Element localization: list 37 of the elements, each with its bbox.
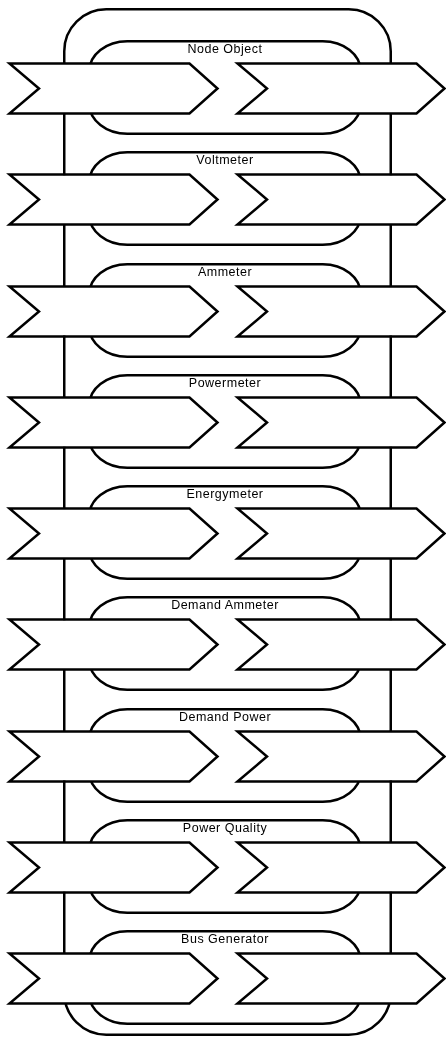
chevron-shape	[236, 173, 446, 227]
chevron-shape	[8, 840, 219, 894]
chevron-shape	[8, 62, 219, 115]
chevron-shape	[236, 729, 446, 783]
chevron-shape	[236, 507, 446, 560]
object-box	[88, 262, 362, 358]
chevron-shape	[236, 952, 446, 1005]
object-box	[88, 707, 362, 803]
chevron-shape	[236, 395, 446, 449]
object-box	[88, 596, 362, 692]
object-label: Bus Generator	[180, 932, 270, 947]
chevron-shape	[236, 840, 446, 894]
object-label: Voltmeter	[195, 153, 255, 169]
object-label: Node Object	[186, 42, 264, 57]
chevron-shape	[8, 507, 219, 560]
object-label: Demand Ammeter	[170, 598, 280, 614]
object-box	[88, 930, 362, 1025]
chevron-shape	[236, 618, 446, 672]
chevron-shape	[236, 62, 446, 115]
chevron-shape	[8, 729, 219, 783]
object-label: Ammeter	[196, 264, 254, 280]
chevron-shape	[8, 284, 219, 338]
object-box	[88, 40, 362, 135]
chevron-shape	[8, 618, 219, 672]
object-box	[88, 151, 362, 247]
object-label: Powermeter	[187, 375, 263, 391]
chevron-shape	[8, 395, 219, 449]
object-label: Power Quality	[181, 820, 269, 836]
container-box	[63, 8, 392, 1036]
object-label: Energymeter	[185, 487, 265, 502]
object-box	[88, 373, 362, 469]
chevron-shape	[236, 284, 446, 338]
object-box	[88, 818, 362, 914]
object-box	[88, 485, 362, 580]
chevron-shape	[8, 952, 219, 1005]
chevron-shape	[8, 173, 219, 227]
object-label: Demand Power	[177, 709, 273, 725]
